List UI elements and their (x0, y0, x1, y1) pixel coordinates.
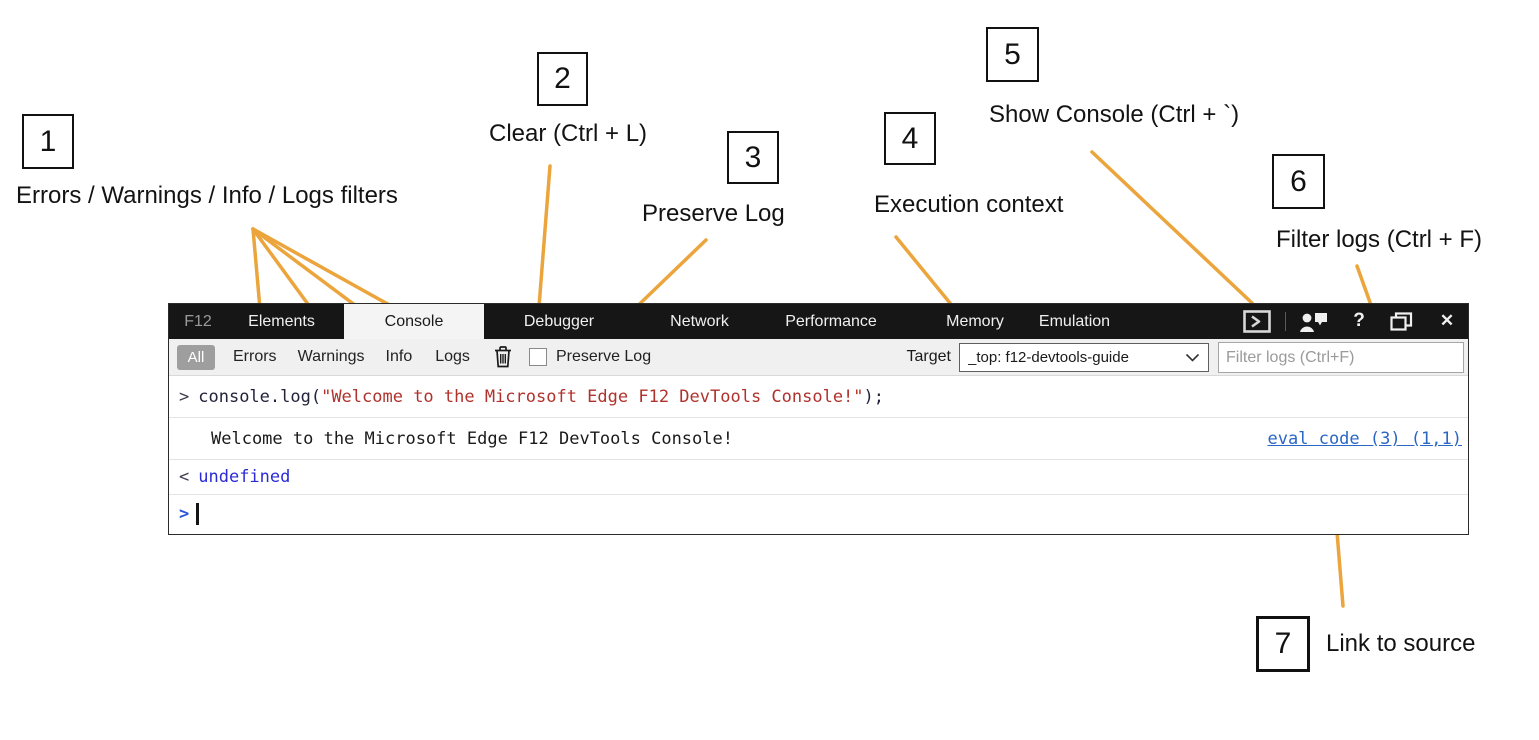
console-result-row: < undefined (169, 460, 1468, 495)
callout-box-4: 4 (884, 112, 936, 165)
callout-label-6: Filter logs (Ctrl + F) (1276, 226, 1483, 253)
callout-number-6: 6 (1290, 164, 1307, 198)
console-log-output-row: Welcome to the Microsoft Edge F12 DevToo… (169, 418, 1468, 460)
log-output-text: Welcome to the Microsoft Edge F12 DevToo… (211, 428, 733, 449)
filter-logs-button[interactable]: Logs (435, 348, 470, 365)
tab-emulation[interactable]: Emulation (1038, 313, 1111, 330)
callout-label-4: Execution context (874, 191, 1064, 218)
devtools-tabbar: F12 Elements Console Debugger Network Pe… (169, 304, 1468, 339)
callout-number-5: 5 (1004, 37, 1021, 71)
result-prompt-symbol: < (179, 467, 190, 487)
help-icon[interactable]: ? (1353, 310, 1365, 331)
tab-network[interactable]: Network (670, 313, 729, 330)
callout-label-7: Link to source (1326, 630, 1476, 657)
tab-memory[interactable]: Memory (946, 313, 1004, 330)
close-icon[interactable]: ✕ (1439, 311, 1455, 330)
execution-context-dropdown[interactable]: _top: f12-devtools-guide (959, 343, 1209, 372)
preserve-log-checkbox[interactable] (528, 348, 547, 366)
log-filters: All Errors Warnings Info Logs (177, 339, 651, 375)
code-prefix: console.log( (198, 386, 322, 407)
console-prompt-row[interactable]: > (169, 495, 1468, 532)
callout-box-3: 3 (727, 131, 779, 184)
tab-console[interactable]: Console (344, 304, 484, 339)
console-output-area: > console.log("Welcome to the Microsoft … (169, 376, 1468, 534)
filter-warnings-button[interactable]: Warnings (297, 348, 365, 365)
tabbar-separator (1285, 312, 1286, 331)
target-label: Target (906, 348, 951, 365)
execution-context-value: _top: f12-devtools-guide (968, 349, 1129, 366)
tab-f12: F12 (184, 313, 212, 330)
callout-label-1: Errors / Warnings / Info / Logs filters (16, 182, 398, 209)
callout-box-2: 2 (537, 52, 588, 106)
code-suffix: ); (863, 386, 885, 407)
filter-info-button[interactable]: Info (385, 348, 413, 365)
filter-errors-button[interactable]: Errors (233, 348, 277, 365)
callout-number-3: 3 (744, 140, 762, 174)
prompt-symbol: > (179, 503, 190, 524)
preserve-log-label: Preserve Log (555, 348, 652, 365)
console-input-echo-row: > console.log("Welcome to the Microsoft … (169, 376, 1468, 418)
filter-logs-input[interactable] (1218, 342, 1464, 373)
devtools-window: F12 Elements Console Debugger Network Pe… (168, 303, 1469, 535)
restore-window-icon[interactable] (1389, 311, 1414, 333)
show-console-icon[interactable] (1242, 309, 1272, 334)
clear-trash-icon[interactable] (493, 345, 513, 369)
callout-box-7: 7 (1256, 616, 1310, 672)
chevron-down-icon (1185, 353, 1200, 362)
result-value: undefined (198, 467, 291, 487)
console-toolbar: All Errors Warnings Info Logs (169, 339, 1468, 376)
callout-number-7: 7 (1274, 627, 1292, 660)
filter-all-button[interactable]: All (177, 344, 215, 370)
callout-label-2: Clear (Ctrl + L) (489, 120, 648, 147)
code-string-literal: "Welcome to the Microsoft Edge F12 DevTo… (321, 386, 864, 407)
tab-elements[interactable]: Elements (248, 313, 315, 330)
callout-number-4: 4 (901, 121, 919, 155)
callout-label-5: Show Console (Ctrl + `) (989, 101, 1240, 128)
callout-box-5: 5 (986, 27, 1039, 82)
tab-debugger[interactable]: Debugger (523, 313, 595, 330)
callout-line-5 (1090, 150, 1254, 305)
callout-box-1: 1 (22, 114, 74, 169)
text-cursor (196, 502, 200, 525)
tab-performance[interactable]: Performance (785, 313, 877, 330)
input-prompt-symbol: > (179, 386, 190, 407)
callout-box-6: 6 (1272, 154, 1325, 209)
source-link[interactable]: eval code (3) (1,1) (1267, 429, 1462, 449)
callout-label-3: Preserve Log (642, 200, 785, 227)
feedback-icon[interactable] (1297, 311, 1331, 333)
callout-number-1: 1 (39, 124, 57, 158)
callout-number-2: 2 (554, 62, 571, 95)
